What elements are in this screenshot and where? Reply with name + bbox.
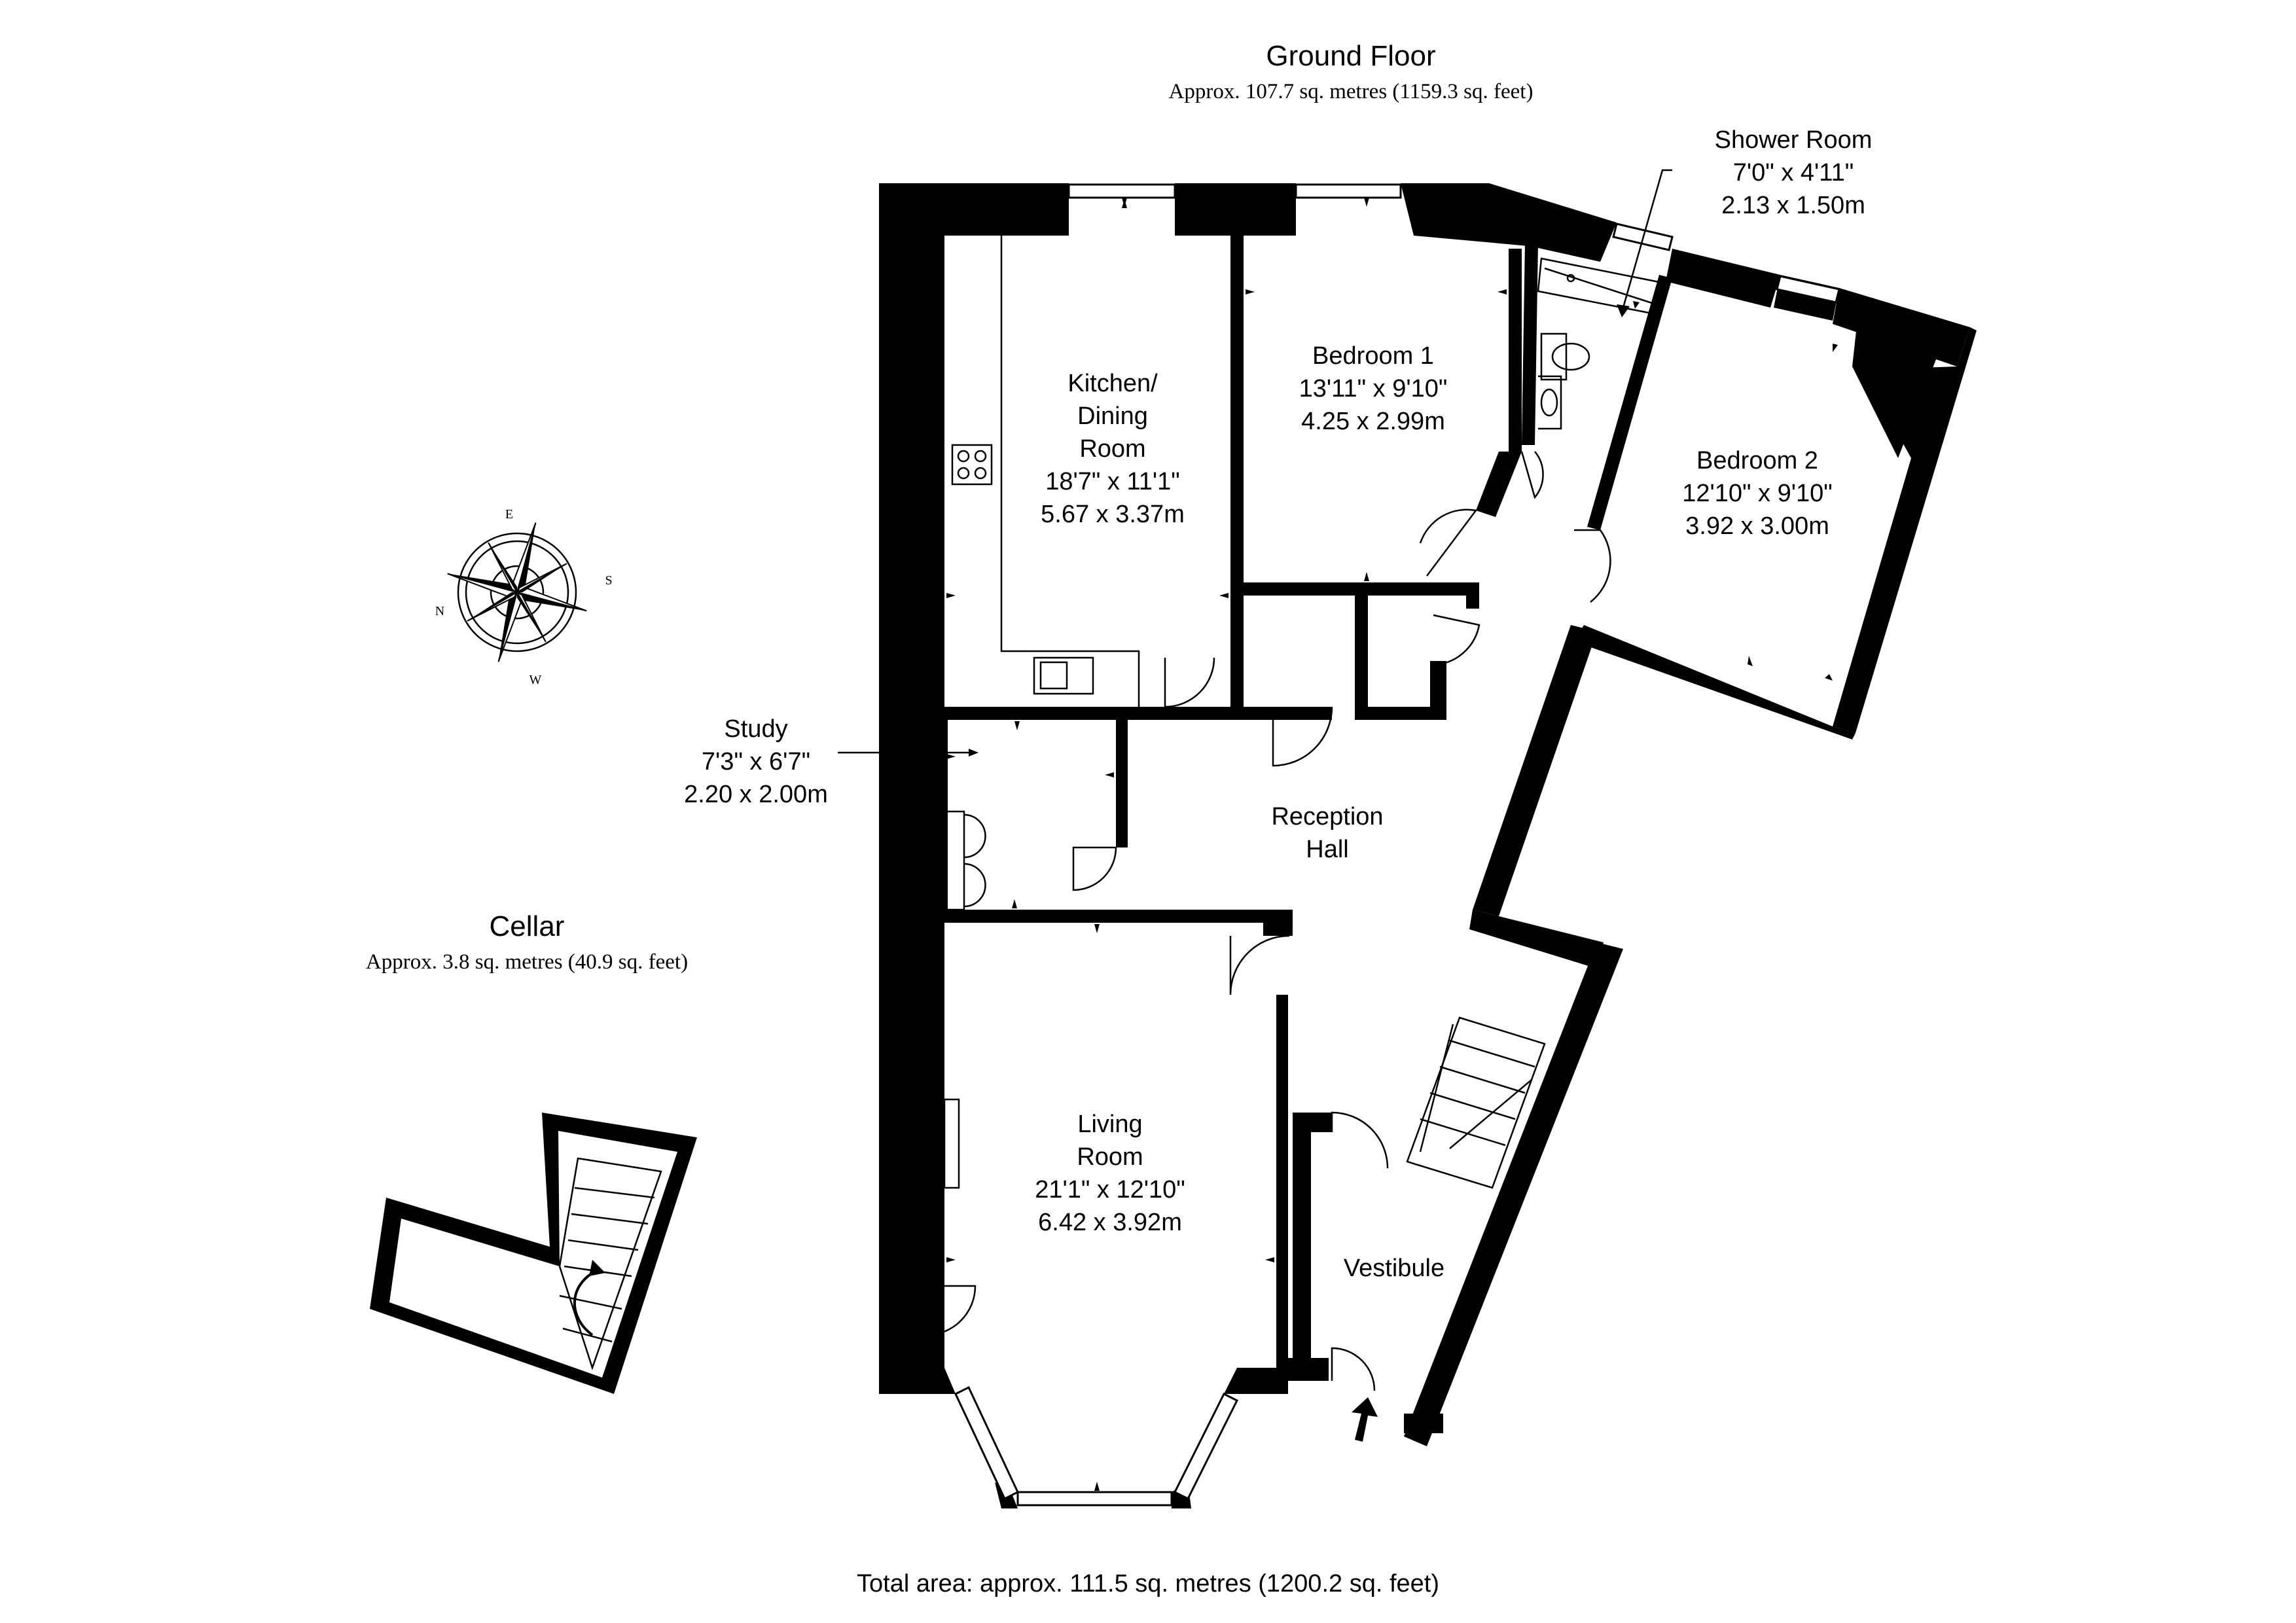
room-label-kitchen: Kitchen/ Dining Room 18'7" x 11'1" 5.67 … (1041, 370, 1185, 528)
living-name-line-1: Living (1077, 1111, 1142, 1138)
fittings (905, 236, 1664, 1442)
kitchen-metric: 5.67 x 3.37m (1041, 501, 1185, 528)
kitchen-name-line-3: Room (1079, 435, 1145, 463)
study-name: Study (724, 715, 787, 743)
living-metric: 6.42 x 3.92m (1038, 1209, 1182, 1236)
ground-floor-walls (879, 183, 1977, 1508)
shower-leader-line (1622, 169, 1672, 308)
compass-rose-icon (447, 522, 587, 662)
ground-floor-area: Approx. 107.7 sq. metres (1159.3 sq. fee… (1169, 80, 1534, 103)
living-name-line-2: Room (1077, 1143, 1143, 1171)
shower-name: Shower Room (1715, 126, 1873, 154)
cellar-area: Approx. 3.8 sq. metres (40.9 sq. feet) (366, 950, 688, 974)
room-label-bedroom1: Bedroom 1 13'11" x 9'10" 4.25 x 2.99m (1299, 342, 1448, 435)
room-label-bedroom2: Bedroom 2 12'10" x 9'10" 3.92 x 3.00m (1682, 447, 1833, 540)
shower-metric: 2.13 x 1.50m (1721, 192, 1865, 219)
room-label-living: Living Room 21'1" x 12'10" 6.42 x 3.92m (1035, 1111, 1185, 1236)
room-label-study: Study 7'3" x 6'7" 2.20 x 2.00m (684, 715, 828, 808)
kitchen-imperial: 18'7" x 11'1" (1045, 468, 1180, 495)
compass-letter-north: N (435, 604, 444, 618)
study-metric: 2.20 x 2.00m (684, 781, 828, 808)
reception-name-line-2: Hall (1306, 836, 1348, 863)
cellar-title: Cellar (490, 910, 565, 942)
ground-floor-stairs (1406, 1016, 1546, 1189)
dimension-arrows (946, 198, 1838, 1491)
bedroom1-name: Bedroom 1 (1312, 342, 1434, 370)
living-imperial: 21'1" x 12'10" (1035, 1176, 1185, 1204)
study-imperial: 7'3" x 6'7" (702, 748, 810, 776)
bedroom2-name: Bedroom 2 (1696, 447, 1818, 474)
bedroom2-imperial: 12'10" x 9'10" (1682, 480, 1833, 507)
shower-imperial: 7'0" x 4'11" (1733, 159, 1854, 187)
ground-floor-title: Ground Floor (1266, 40, 1435, 72)
bedroom1-metric: 4.25 x 2.99m (1301, 408, 1445, 435)
kitchen-name-line-1: Kitchen/ (1067, 370, 1158, 397)
compass-letter-east: E (505, 507, 513, 522)
cellar-plan (370, 1113, 697, 1394)
windows (954, 183, 1840, 1507)
door-swings (1072, 451, 1611, 1391)
compass-letter-west: W (529, 673, 542, 687)
reception-name-line-1: Reception (1271, 803, 1383, 830)
kitchen-name-line-2: Dining (1077, 402, 1148, 430)
vestibule-name: Vestibule (1344, 1255, 1444, 1282)
room-label-shower: Shower Room 7'0" x 4'11" 2.13 x 1.50m (1715, 126, 1873, 219)
bedroom1-imperial: 13'11" x 9'10" (1299, 375, 1448, 402)
room-label-reception: Reception Hall (1271, 803, 1383, 863)
compass-letter-south: S (605, 573, 612, 588)
study-leader-arrow (969, 749, 978, 757)
compass-letters: E S W N (435, 507, 613, 687)
total-area: Total area: approx. 111.5 sq. metres (12… (857, 1570, 1439, 1597)
bedroom2-metric: 3.92 x 3.00m (1685, 512, 1829, 540)
shower-leader-arrow (1617, 304, 1630, 317)
